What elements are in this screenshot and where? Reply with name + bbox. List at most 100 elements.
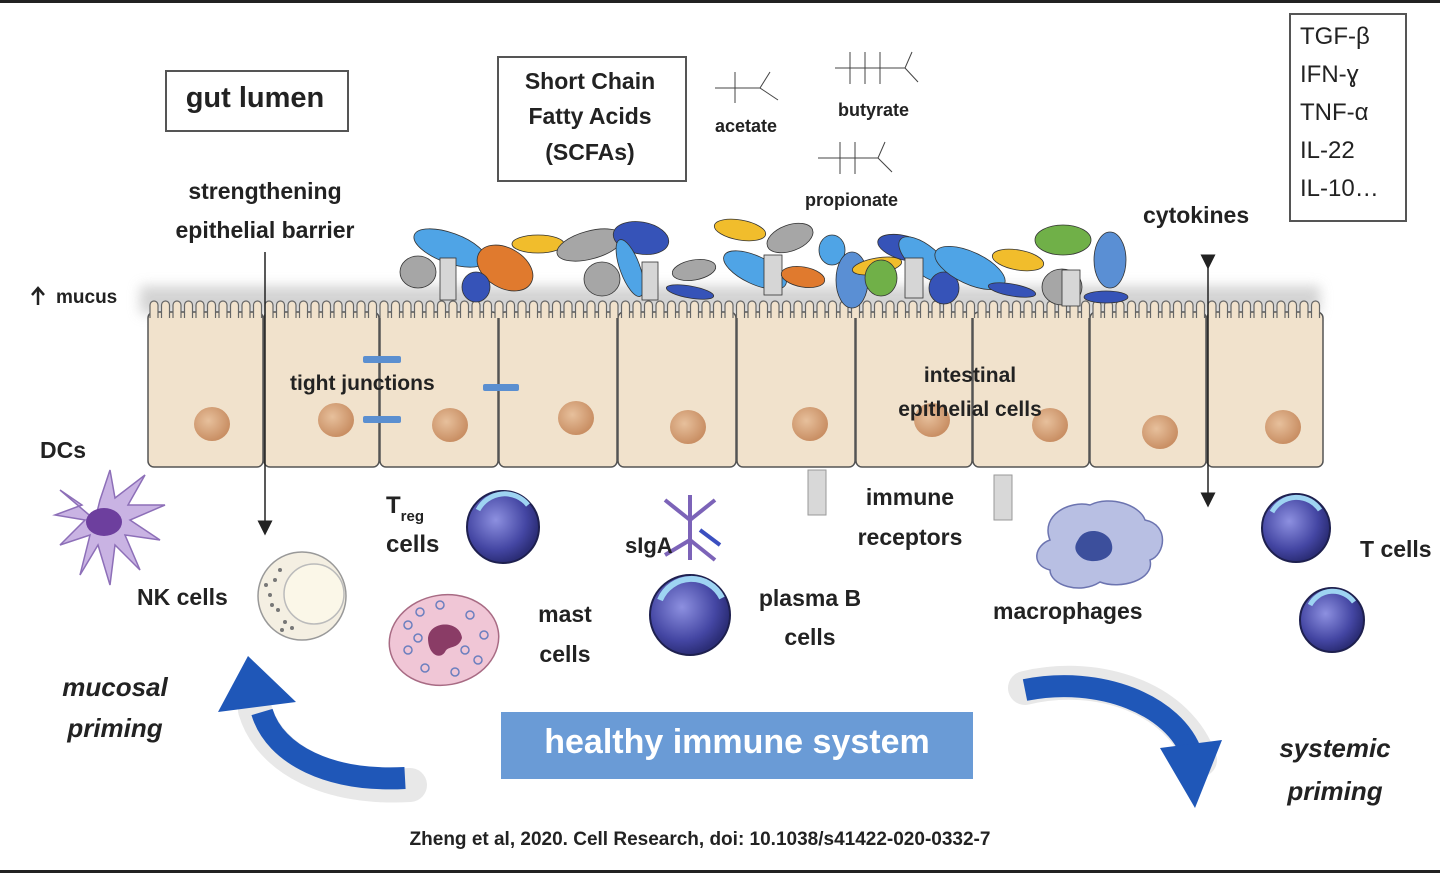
acetate-label: acetate <box>715 116 778 136</box>
macrophages-label: macrophages <box>993 598 1143 624</box>
microvillus <box>666 300 677 318</box>
microvillus <box>896 300 907 318</box>
microvillus <box>436 300 447 318</box>
dcs-label: DCs <box>40 437 87 463</box>
scfa-line2: Fatty Acids <box>528 103 652 129</box>
microvillus <box>632 300 642 318</box>
microvillus <box>586 300 596 318</box>
microvillus <box>1310 300 1321 318</box>
microvillus <box>770 300 780 318</box>
microvillus <box>183 300 194 318</box>
cytokine-list-box <box>1289 13 1407 222</box>
microvillus <box>954 300 964 318</box>
nk-cell <box>257 551 347 641</box>
treg-cells-label: cells <box>386 531 440 558</box>
microvillus <box>333 300 343 318</box>
top-border <box>0 0 1440 3</box>
microvillus <box>1138 300 1148 318</box>
t-cells-label: T cells <box>1360 536 1432 562</box>
acetate-structure <box>715 71 779 103</box>
microvillus <box>758 300 769 318</box>
microvillus <box>195 300 205 318</box>
microvillus <box>988 300 999 318</box>
microvillus <box>252 300 263 318</box>
microvillus <box>356 300 366 318</box>
microvillus <box>678 300 688 318</box>
microvillus <box>517 300 527 318</box>
microvillus <box>448 300 458 318</box>
microvillus <box>528 300 539 318</box>
mast-cells-line1: mast <box>538 601 592 627</box>
microvillus <box>1034 300 1045 318</box>
cytokines-label: cytokines <box>1143 202 1250 228</box>
microvillus <box>655 300 665 318</box>
mast-cells-line2: cells <box>539 641 591 667</box>
gut-lumen-box <box>165 70 349 132</box>
butyrate-label: butyrate <box>838 100 910 120</box>
scfa-box <box>497 56 687 182</box>
microvillus <box>1287 300 1298 318</box>
mucosal-line2: priming <box>67 713 163 743</box>
microvillus <box>965 300 976 318</box>
nuclei <box>194 401 1301 449</box>
macrophage <box>1036 500 1164 589</box>
bottom-border <box>0 870 1440 873</box>
microvillus <box>321 300 332 318</box>
microvillus <box>1023 300 1033 318</box>
microvillus <box>793 300 803 318</box>
intestinal-line1: intestinal <box>923 364 1017 387</box>
siga-label: sIgA <box>625 533 673 558</box>
microvillus <box>310 300 320 318</box>
mucus-up-arrow-icon <box>31 286 45 305</box>
tight-junctions <box>363 356 519 423</box>
microvillus <box>735 300 746 318</box>
microvillus <box>931 300 941 318</box>
microvillus <box>298 300 309 318</box>
microvillus <box>1218 300 1229 318</box>
microvillus <box>643 300 654 318</box>
cytokine-2: IFN-ɣ <box>1300 61 1359 88</box>
microvillus <box>1253 300 1263 318</box>
microvillus <box>413 300 424 318</box>
microvillus <box>908 300 918 318</box>
scfa-line3: (SCFAs) <box>545 139 635 165</box>
microvillus <box>1103 300 1114 318</box>
mast-cell <box>388 593 500 687</box>
microvillus <box>1172 300 1183 318</box>
systemic-line2: priming <box>1287 776 1383 806</box>
tight-junctions-label: tight junctions <box>290 372 435 395</box>
microvillus <box>505 300 516 318</box>
cytokine-3: TNF-α <box>1300 99 1369 126</box>
microvillus <box>425 300 435 318</box>
microvillus <box>1161 300 1171 318</box>
nk-cells-label: NK cells <box>137 584 228 610</box>
immune-receptors-line2: receptors <box>857 524 963 550</box>
microvillus <box>1264 300 1275 318</box>
propionate-label: propionate <box>805 190 898 210</box>
microvillus <box>804 300 815 318</box>
microvillus <box>275 300 286 318</box>
microvillus <box>609 300 619 318</box>
mucus-label: mucus <box>56 287 118 308</box>
dendritic-cell <box>52 469 166 586</box>
mucosal-priming-arrow <box>218 656 427 803</box>
microvillus <box>379 300 389 318</box>
scfa-line1: Short Chain <box>524 68 656 94</box>
microvillus <box>402 300 412 318</box>
microvillus <box>862 300 872 318</box>
microvillus <box>885 300 895 318</box>
microvillus <box>149 300 159 318</box>
microvillus <box>701 300 711 318</box>
microvillus <box>1230 300 1240 318</box>
strengthening-line1: strengthening <box>188 178 342 204</box>
microvillus <box>390 300 401 318</box>
immune-receptors <box>807 469 1013 521</box>
cytokine-4: IL-22 <box>1300 137 1355 164</box>
propionate-structure <box>818 141 893 174</box>
microvillus <box>1195 300 1206 318</box>
microvillus <box>367 300 378 318</box>
microvillus <box>1080 300 1091 318</box>
treg-T: T <box>386 492 401 519</box>
plasma-b-line1: plasma B <box>758 585 862 611</box>
